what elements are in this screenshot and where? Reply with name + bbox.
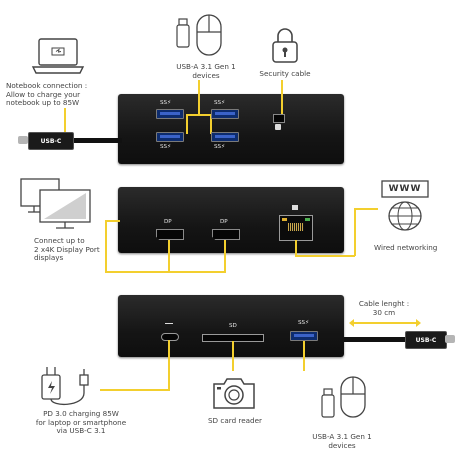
usb-c-cable-wire <box>344 337 408 342</box>
sd-slot-label: SD <box>229 323 237 329</box>
dp-pointer-line <box>105 220 120 222</box>
usb-a-port <box>156 132 184 142</box>
cable-length-arrow-right <box>416 319 421 327</box>
ethernet-pins <box>288 223 304 231</box>
usb-a-port <box>211 132 239 142</box>
ethernet-led-right <box>305 218 310 221</box>
sd-pointer-line-v <box>232 341 234 371</box>
usb-ss-label: SS⚡ <box>160 100 172 106</box>
usb-ss-label: SS⚡ <box>214 100 226 106</box>
usb-stick-icon <box>176 18 190 48</box>
usb-pointer-line <box>198 80 200 114</box>
dp-pointer-line-v1 <box>168 240 170 272</box>
cable-length-label: Cable lenght : 30 cm <box>358 299 410 317</box>
usb-a-port <box>211 109 239 119</box>
usb-a-port <box>290 331 318 341</box>
usb-c-cable-wire <box>72 138 122 143</box>
cable-length-arrow-left <box>349 319 354 327</box>
dp-pointer-line-h <box>105 271 226 273</box>
lock-symbol <box>275 124 281 130</box>
dp-pointer-line-v2 <box>224 240 226 272</box>
ethernet-port <box>279 215 313 241</box>
usb-pointer-line-h <box>186 114 210 116</box>
mouse-icon <box>340 376 366 418</box>
globe-www-icon <box>381 180 429 231</box>
wired-networking-label: Wired networking <box>374 243 438 252</box>
usb-c-plug: USB-C <box>28 132 74 150</box>
usb-c-port <box>161 333 179 341</box>
ethernet-pointer-line-end <box>354 208 378 210</box>
dp-port-label: DP <box>220 219 228 225</box>
dock-side-view-top <box>118 94 344 164</box>
usb-devices-bottom-label: USB-A 3.1 Gen 1 devices <box>312 432 372 450</box>
usb-ss-label: SS⚡ <box>298 320 310 326</box>
mouse-icon <box>196 14 222 56</box>
security-pointer-line <box>281 80 283 114</box>
notebook-pointer-line <box>64 108 66 138</box>
ethernet-pointer-line-h <box>295 255 355 257</box>
security-slot <box>273 114 285 123</box>
www-label: WWW <box>388 184 422 194</box>
ethernet-pointer-line-v <box>295 240 297 256</box>
ethernet-pointer-line-up <box>354 208 356 256</box>
dp-pointer-line-v3 <box>105 220 107 272</box>
dock-side-view-bottom <box>118 295 344 357</box>
pd-pointer-line-v <box>168 340 170 390</box>
pd-charging-label: PD 3.0 charging 85W for laptop or smartp… <box>35 409 127 436</box>
network-symbol <box>292 205 298 210</box>
security-cable-label: Security cable <box>259 69 311 78</box>
usb-devices-top-label: USB-A 3.1 Gen 1 devices <box>176 62 236 80</box>
dp-port-label: DP <box>164 219 172 225</box>
usb-stick-icon <box>321 388 335 418</box>
charger-icon <box>41 367 89 405</box>
usb-c-symbol <box>165 323 173 328</box>
laptop-icon <box>31 38 85 74</box>
camera-icon <box>213 378 255 409</box>
displayport-port <box>212 229 240 240</box>
displayport-port <box>156 229 184 240</box>
display-port-label: Connect up to 2 x4K Display Port display… <box>34 236 100 263</box>
cable-length-arrow <box>352 322 418 324</box>
ethernet-led-left <box>282 218 287 221</box>
usb-c-plug-tip <box>18 136 28 144</box>
pd-pointer-line-h <box>100 389 170 391</box>
usb-pointer-line-v3 <box>210 114 212 134</box>
usb-ss-label: SS⚡ <box>214 144 226 150</box>
sd-card-reader-label: SD card reader <box>208 416 262 425</box>
padlock-icon <box>272 28 298 63</box>
usb-ss-label: SS⚡ <box>160 144 172 150</box>
notebook-connection-label: Notebook connection : Allow to charge yo… <box>6 81 88 108</box>
usb-pointer-line-v2 <box>186 114 188 134</box>
usb-c-plug: USB-C <box>405 331 447 349</box>
usb-c-plug-tip <box>445 335 455 343</box>
dual-monitor-icon <box>20 178 91 229</box>
usb-a-port <box>156 109 184 119</box>
usb-bottom-pointer-line-v <box>303 341 305 371</box>
